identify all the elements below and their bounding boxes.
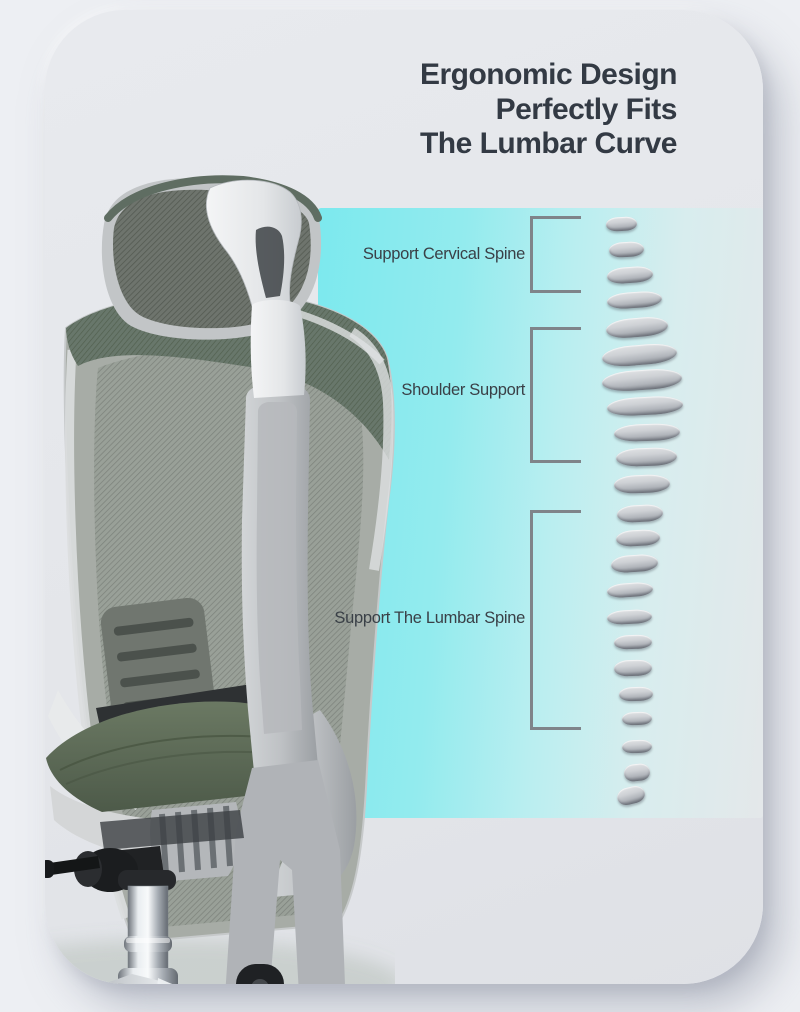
- annotation-label-cervical: Support Cervical Spine: [362, 245, 525, 263]
- bracket-icon-lumbar: [530, 510, 581, 730]
- title-line-2: Perfectly Fits: [495, 92, 678, 126]
- annotation-label-shoulder: Shoulder Support: [401, 381, 525, 399]
- title-line-1: Ergonomic Design: [419, 58, 678, 91]
- seat-mechanism: [45, 810, 244, 892]
- page-title: Ergonomic Design Perfectly Fits The Lumb…: [419, 58, 678, 162]
- headrest-bracket: [205, 179, 306, 398]
- product-card: Ergonomic Design Perfectly Fits The Lumb…: [45, 10, 763, 984]
- chair-star-base: [103, 968, 178, 984]
- office-chair-image: [45, 175, 395, 984]
- title-line-3: The Lumbar Curve: [419, 127, 678, 160]
- annotation-label-lumbar: Support The Lumbar Spine: [334, 609, 525, 627]
- gas-lift-cylinder: [118, 870, 176, 984]
- bracket-icon-shoulder: [530, 327, 581, 463]
- highlight-panel: [318, 208, 763, 818]
- chair-spine-bar: [225, 385, 345, 984]
- lumbar-support-mechanism: [96, 597, 284, 736]
- caster-wheel: [236, 964, 284, 984]
- bracket-icon-cervical: [530, 216, 581, 293]
